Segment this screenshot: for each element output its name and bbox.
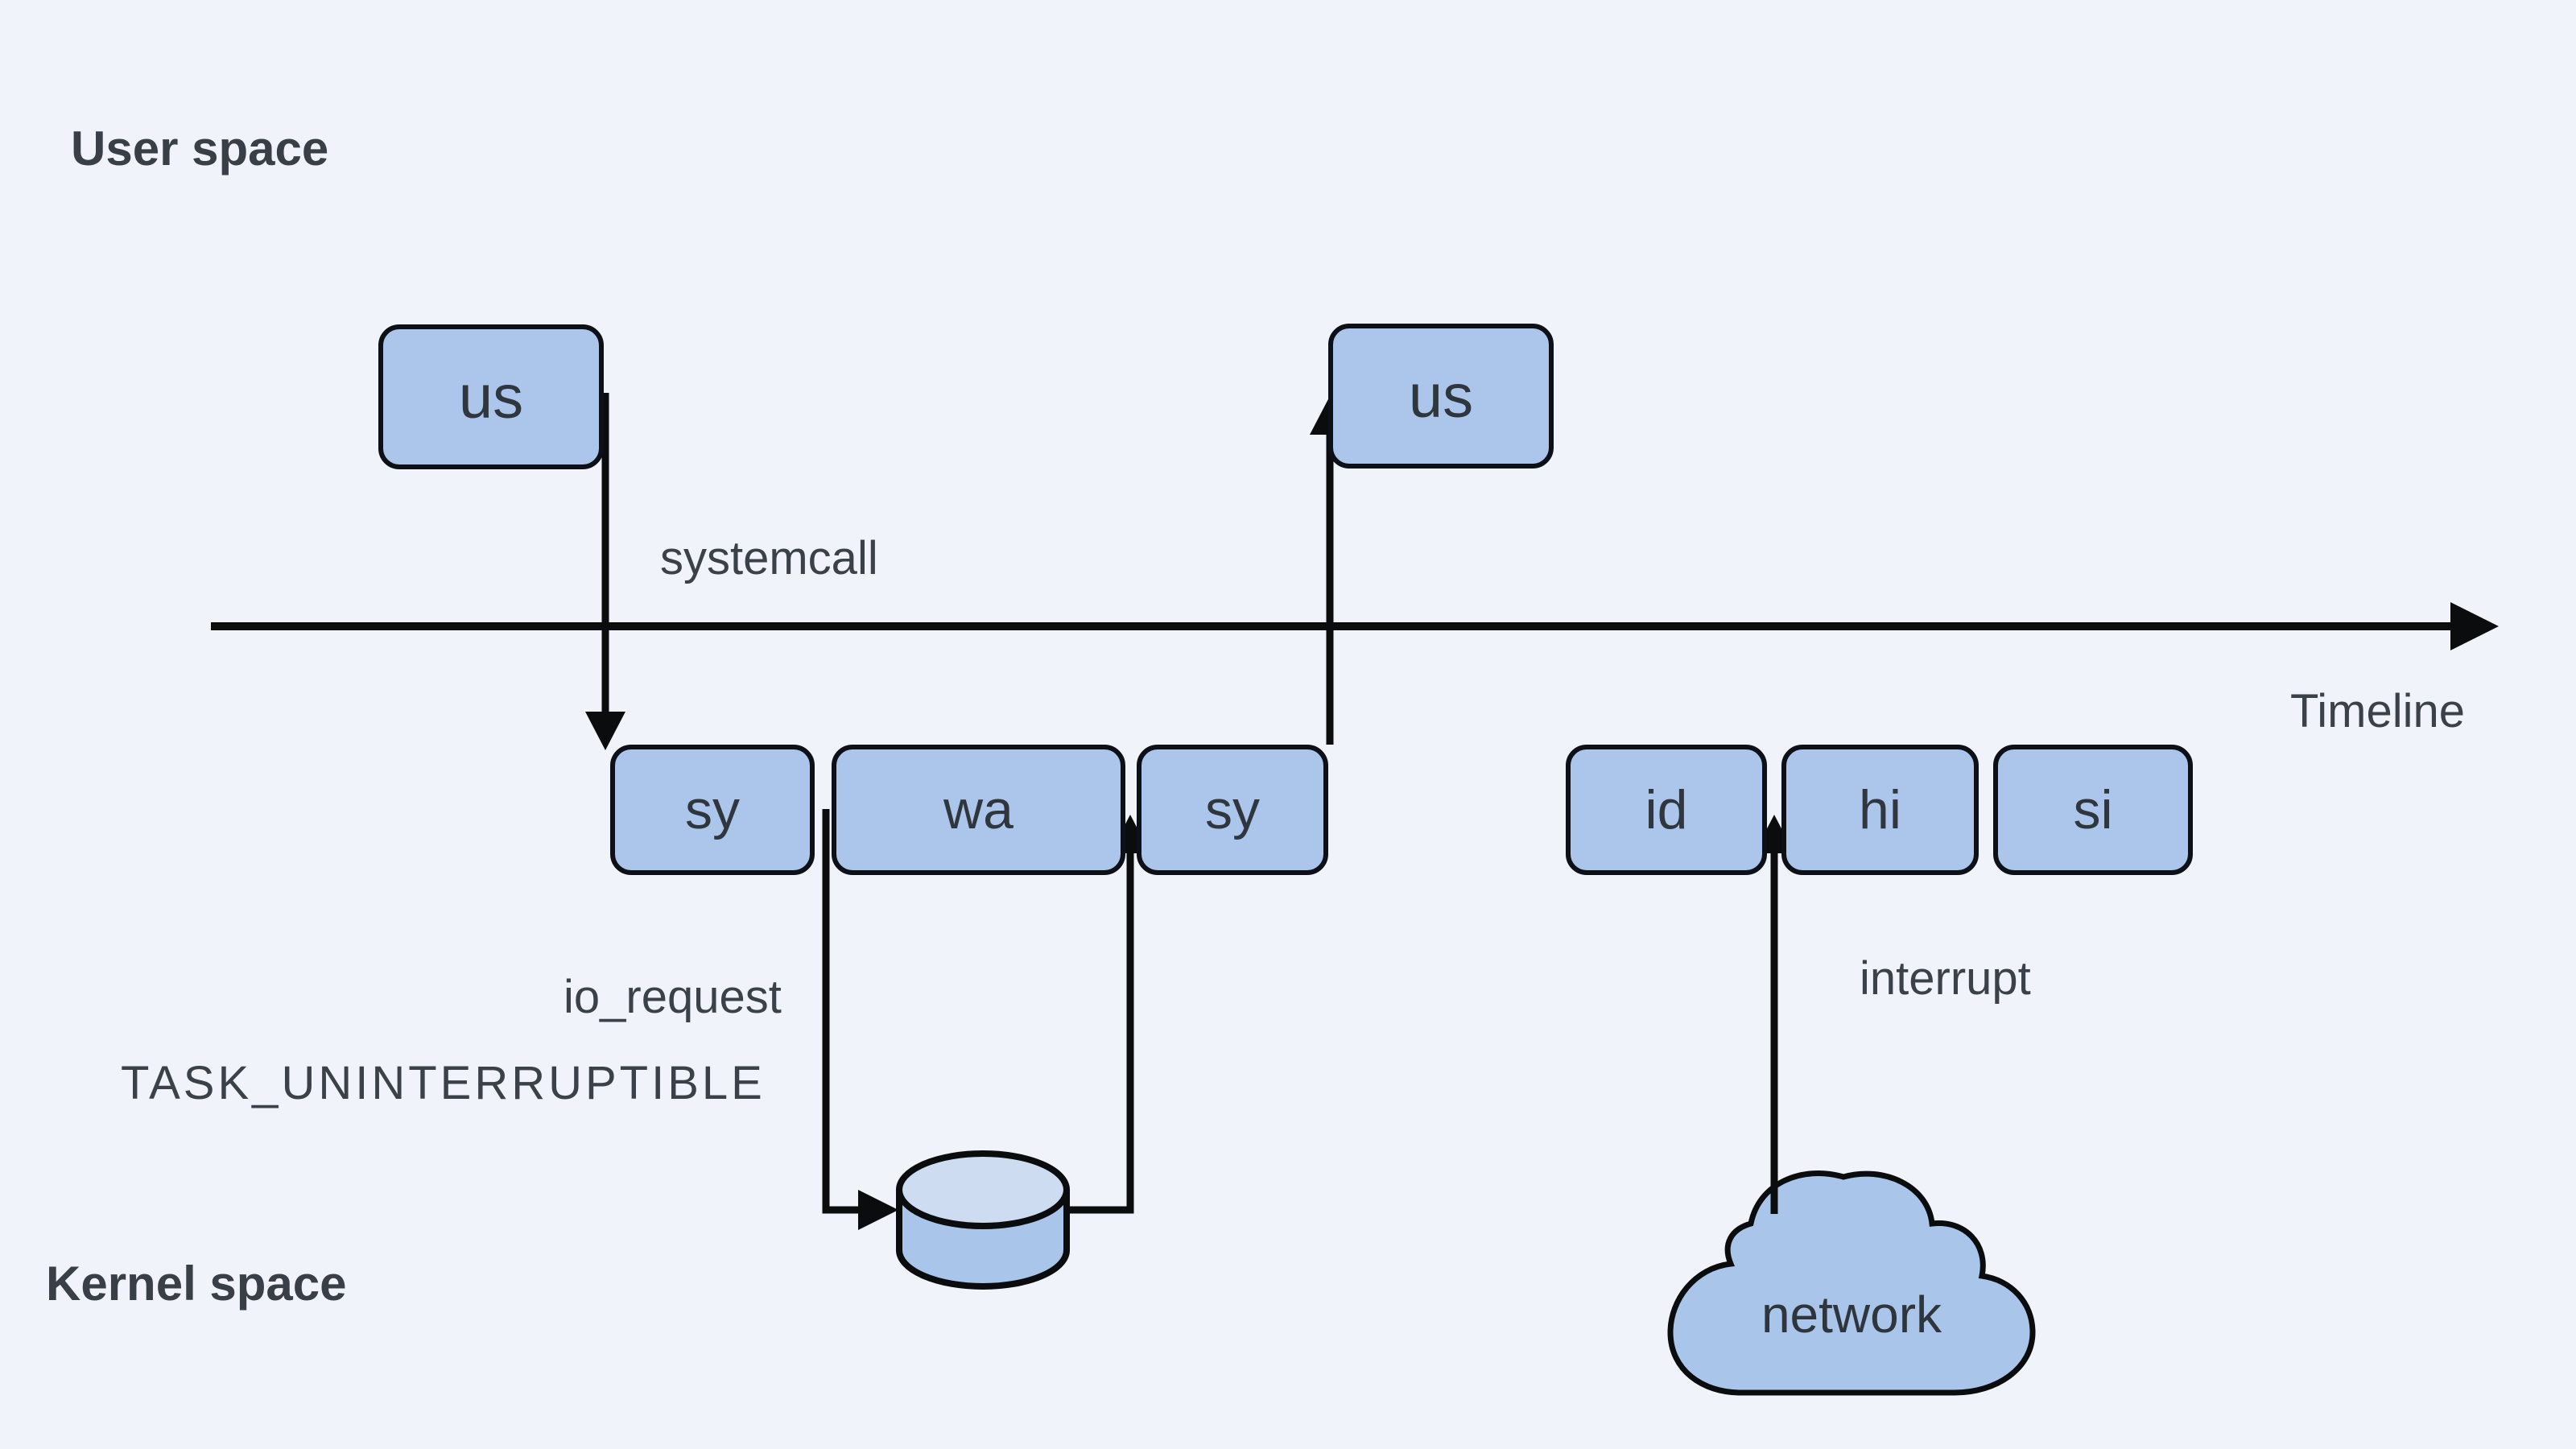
user-space-label: User space [71, 122, 329, 175]
io-request-label: io_request [564, 971, 782, 1023]
kernel-state-box-sy-2: sy [1137, 745, 1328, 875]
systemcall-label: systemcall [660, 532, 878, 584]
timeline-arrow [211, 602, 2499, 650]
user-state-box-1-label: us [458, 362, 524, 431]
kernel-state-box-sy-2-label: sy [1205, 779, 1260, 840]
kernel-state-box-hi: hi [1781, 745, 1979, 875]
kernel-space-label: Kernel space [46, 1257, 347, 1311]
interrupt-label: interrupt [1860, 952, 2031, 1005]
user-state-box-2-label: us [1408, 361, 1474, 431]
user-state-box-2: us [1328, 324, 1554, 469]
kernel-state-box-wa: wa [832, 745, 1125, 875]
kernel-state-box-si-label: si [2073, 779, 2113, 840]
io-request-arrow [822, 809, 898, 1230]
kernel-state-box-si: si [1993, 745, 2193, 875]
network-cloud-icon [1667, 1170, 2036, 1396]
interrupt-arrow [1754, 815, 1794, 1214]
kernel-state-box-sy-1-label: sy [685, 779, 740, 840]
network-cloud-label: network [1761, 1286, 1942, 1344]
disk-cylinder-icon [896, 1150, 1070, 1290]
kernel-state-box-hi-label: hi [1859, 779, 1901, 840]
kernel-state-box-id: id [1566, 745, 1767, 875]
timeline-label: Timeline [2290, 685, 2466, 737]
kernel-state-box-sy-1: sy [610, 745, 815, 875]
kernel-state-box-id-label: id [1645, 779, 1688, 840]
kernel-state-box-wa-label: wa [943, 779, 1013, 840]
user-state-box-1: us [378, 324, 604, 469]
systemcall-arrow [585, 393, 625, 750]
task-uninterruptible-label: TASK_UNINTERRUPTIBLE [121, 1057, 766, 1109]
